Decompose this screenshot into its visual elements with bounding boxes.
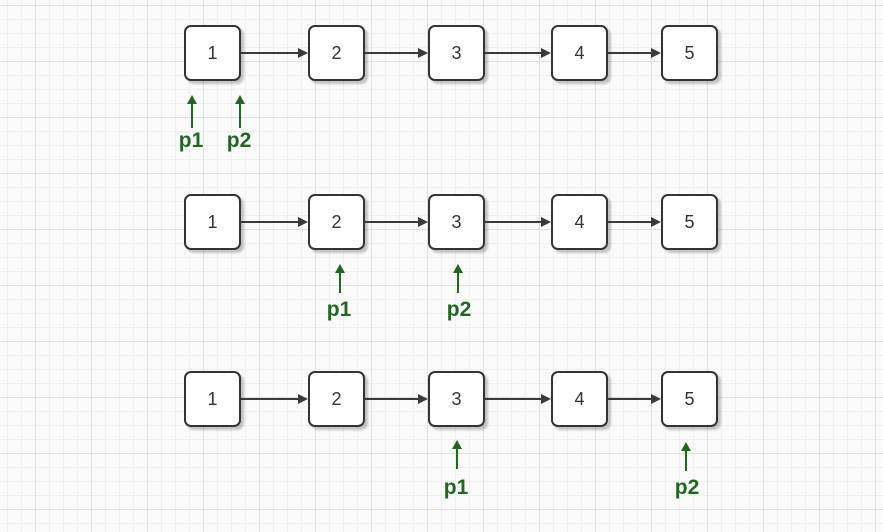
list-node: 3 xyxy=(428,25,485,81)
list-node: 5 xyxy=(661,371,718,427)
list-node: 4 xyxy=(551,25,608,81)
next-pointer-arrow xyxy=(365,48,428,58)
pointer-label: p1 xyxy=(178,129,204,152)
next-pointer-arrow xyxy=(608,48,661,58)
next-pointer-arrow xyxy=(485,394,551,404)
next-pointer-arrow xyxy=(365,217,428,227)
list-node: 3 xyxy=(428,194,485,250)
list-node: 1 xyxy=(184,25,241,81)
list-node: 2 xyxy=(308,25,365,81)
list-node: 2 xyxy=(308,371,365,427)
pointer-label: p1 xyxy=(443,476,469,499)
next-pointer-arrow xyxy=(485,48,551,58)
pointer-up-arrow-icon xyxy=(335,264,345,293)
pointer-up-arrow-icon xyxy=(235,95,245,128)
pointer-up-arrow-icon xyxy=(452,440,462,469)
next-pointer-arrow xyxy=(485,217,551,227)
pointer-up-arrow-icon xyxy=(681,442,691,471)
next-pointer-arrow xyxy=(608,394,661,404)
pointer-up-arrow-icon xyxy=(453,264,463,293)
pointer-label: p1 xyxy=(326,298,352,321)
list-node: 1 xyxy=(184,371,241,427)
list-node: 4 xyxy=(551,371,608,427)
list-node: 5 xyxy=(661,25,718,81)
next-pointer-arrow xyxy=(241,48,308,58)
next-pointer-arrow xyxy=(241,217,308,227)
pointer-up-arrow-icon xyxy=(187,95,197,128)
list-node: 5 xyxy=(661,194,718,250)
list-node: 4 xyxy=(551,194,608,250)
next-pointer-arrow xyxy=(608,217,661,227)
list-node: 3 xyxy=(428,371,485,427)
pointer-label: p2 xyxy=(446,298,472,321)
pointer-label: p2 xyxy=(226,129,252,152)
next-pointer-arrow xyxy=(365,394,428,404)
list-node: 1 xyxy=(184,194,241,250)
list-node: 2 xyxy=(308,194,365,250)
pointer-label: p2 xyxy=(674,476,700,499)
next-pointer-arrow xyxy=(241,394,308,404)
